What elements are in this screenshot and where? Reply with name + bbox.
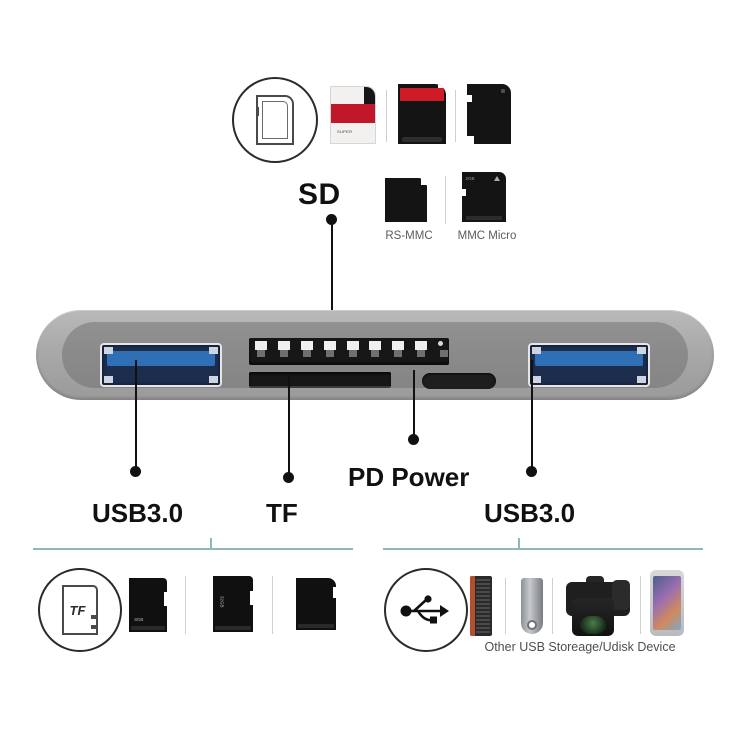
microsd-capacity-1: 8GB [134, 617, 144, 623]
sd-card-slot[interactable] [249, 338, 449, 365]
hub-device-body [36, 310, 714, 400]
section-rule-tick-usb [518, 538, 520, 550]
rs-mmc-label: RS-MMC [385, 230, 433, 242]
smartphone-device [650, 570, 684, 636]
leader-dot-usb-left [130, 466, 141, 477]
section-rule-tf [33, 548, 353, 550]
tf-card-slot[interactable] [249, 372, 391, 388]
sd-card-icon [232, 77, 318, 163]
callout-label-usb-right: USB3.0 [484, 498, 576, 528]
dslr-camera-device [560, 576, 634, 636]
usb3-port-right[interactable] [528, 343, 650, 387]
usb3-port-left[interactable] [100, 343, 222, 387]
leader-line-sd [330, 222, 333, 340]
sd-card-sample-3 [467, 84, 511, 144]
other-usb-caption: Other USB Storeage/Udisk Device [484, 640, 676, 654]
divider [640, 576, 641, 634]
sd-card-outline-glyph [256, 95, 294, 145]
usb-c-pd-port[interactable] [422, 373, 496, 389]
usb-flash-drive-device [521, 578, 543, 634]
mmc-micro-label: MMC Micro [457, 230, 517, 242]
divider [552, 578, 553, 634]
callout-label-tf: TF [266, 498, 298, 528]
leader-line-tf [288, 374, 290, 478]
divider [505, 578, 506, 634]
section-rule-tick-tf [210, 538, 212, 550]
leader-dot-usb-right [526, 466, 537, 477]
tf-icon-text: TF [69, 602, 86, 618]
divider [445, 176, 446, 224]
leader-dot-sd [326, 214, 337, 225]
leader-line-usb-right [531, 360, 533, 472]
rs-mmc-card [385, 178, 427, 222]
leader-dot-tf [283, 472, 294, 483]
microsd-card-2: 32GB [213, 576, 254, 632]
callout-label-usb-left: USB3.0 [92, 498, 184, 528]
mmc-micro-capacity: 2GB [465, 175, 475, 181]
callout-label-pd-power: PD Power [348, 462, 470, 492]
usb-icon [384, 568, 468, 652]
keyboard-device [470, 576, 492, 636]
usb-trident-glyph [400, 595, 449, 624]
section-rule-usb [383, 548, 703, 550]
divider [272, 576, 273, 634]
divider [185, 576, 186, 634]
mmc-micro-card: 2GB [462, 172, 506, 222]
divider [455, 90, 456, 142]
sd-card-brand-text: SUPER [337, 129, 353, 134]
leader-line-pd-power [413, 370, 415, 440]
tf-card-icon: TF [38, 568, 122, 652]
callout-label-sd: SD [298, 178, 341, 211]
microsd-capacity-2: 32GB [219, 596, 225, 608]
microsd-card-1: 8GB [129, 578, 168, 632]
sd-card-sample-2 [398, 84, 446, 144]
leader-dot-pd-power [408, 434, 419, 445]
leader-line-usb-left [135, 360, 137, 472]
divider [386, 90, 387, 142]
sd-card-sample-1: SUPER [330, 86, 376, 144]
microsd-outline-glyph: TF [62, 585, 98, 635]
hub-front-face [62, 322, 688, 389]
microsd-card-3 [296, 578, 337, 630]
